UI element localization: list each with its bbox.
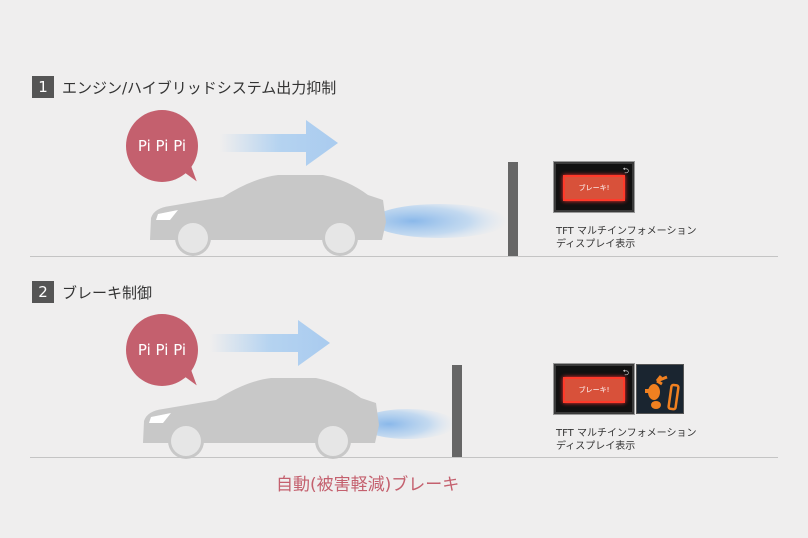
caption-line: ディスプレイ表示	[556, 239, 636, 250]
caption-line: ディスプレイ表示	[556, 441, 636, 452]
warning-sound-bubble-1: Pi Pi Pi	[126, 110, 198, 182]
obstacle-wall	[452, 365, 462, 457]
radar-glow	[380, 204, 508, 238]
brake-warning-text: ブレーキ!	[563, 175, 625, 201]
automatic-brake-label: 自動(被害軽減)ブレーキ	[276, 475, 460, 495]
radar-glow	[370, 409, 454, 439]
step-badge-1: 1	[32, 76, 54, 98]
warning-sound-bubble-2: Pi Pi Pi	[126, 314, 198, 386]
display-caption: TFT マルチインフォメーション ディスプレイ表示	[556, 225, 696, 251]
caption-line: TFT マルチインフォメーション	[556, 428, 697, 439]
direction-arrow-icon	[210, 320, 330, 366]
section-title-2: ブレーキ制御	[62, 284, 153, 302]
display-caption: TFT マルチインフォメーション ディスプレイ表示	[556, 427, 696, 453]
ground-line	[30, 457, 778, 458]
brake-warning-text: ブレーキ!	[563, 377, 625, 403]
section-title-1: エンジン/ハイブリッドシステム出力抑制	[62, 79, 337, 97]
step-badge-2: 2	[32, 281, 54, 303]
tft-display: ⮌ ブレーキ!	[554, 364, 634, 414]
ground-line	[30, 256, 778, 257]
caption-line: TFT マルチインフォメーション	[556, 226, 697, 237]
return-icon: ⮌	[622, 166, 629, 175]
return-icon: ⮌	[622, 368, 629, 377]
direction-arrow-icon	[220, 120, 338, 166]
obstacle-wall	[508, 162, 518, 256]
tft-display: ⮌ ブレーキ!	[554, 162, 634, 212]
car-silhouette	[143, 378, 379, 459]
car-silhouette	[150, 175, 386, 256]
brake-pedal-warning-icon	[636, 364, 684, 414]
